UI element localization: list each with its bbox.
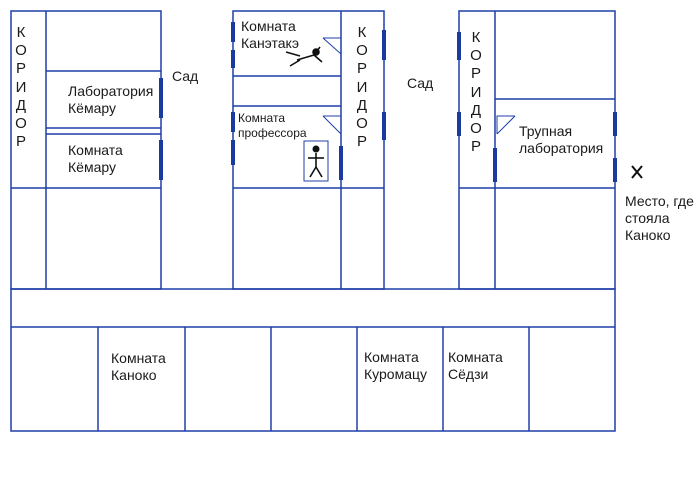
door-swing-kanetake <box>323 37 342 54</box>
room-kemaru-label: Комната Кёмару <box>68 142 123 175</box>
room-kuromatsu-label: Комната Куромацу <box>364 349 427 382</box>
door-swing-professor <box>323 115 342 134</box>
cross-mark-icon <box>631 165 643 179</box>
room-sedzi-label: Комната Сёдзи <box>448 349 503 382</box>
room-kanetake-label: Комната Канэтакэ <box>241 18 299 51</box>
doors <box>159 22 617 182</box>
stick-figure-icon <box>303 140 329 182</box>
kanoko-spot-label: Место, где стояла Каноко <box>625 193 694 243</box>
room-professor-label: Комната профессора <box>238 111 307 140</box>
garden-label-left: Сад <box>172 68 199 84</box>
corridor-label-right: КОРИДОР <box>470 29 482 156</box>
running-figure-icon <box>285 46 323 67</box>
walls <box>10 10 616 432</box>
door-swing-pipe-lab <box>496 115 515 134</box>
corridor-label-middle: КОРИДОР <box>356 24 368 151</box>
pipe-lab-label: Трупная лаборатория <box>519 123 604 156</box>
garden-label-right: Сад <box>407 75 434 91</box>
room-kanoko-label: Комната Каноко <box>111 350 166 383</box>
lab-kemaru-label: Лаборатория Кёмару <box>68 83 154 116</box>
door-swings <box>322 37 516 135</box>
corridor-label-left: КОРИДОР <box>15 24 27 151</box>
